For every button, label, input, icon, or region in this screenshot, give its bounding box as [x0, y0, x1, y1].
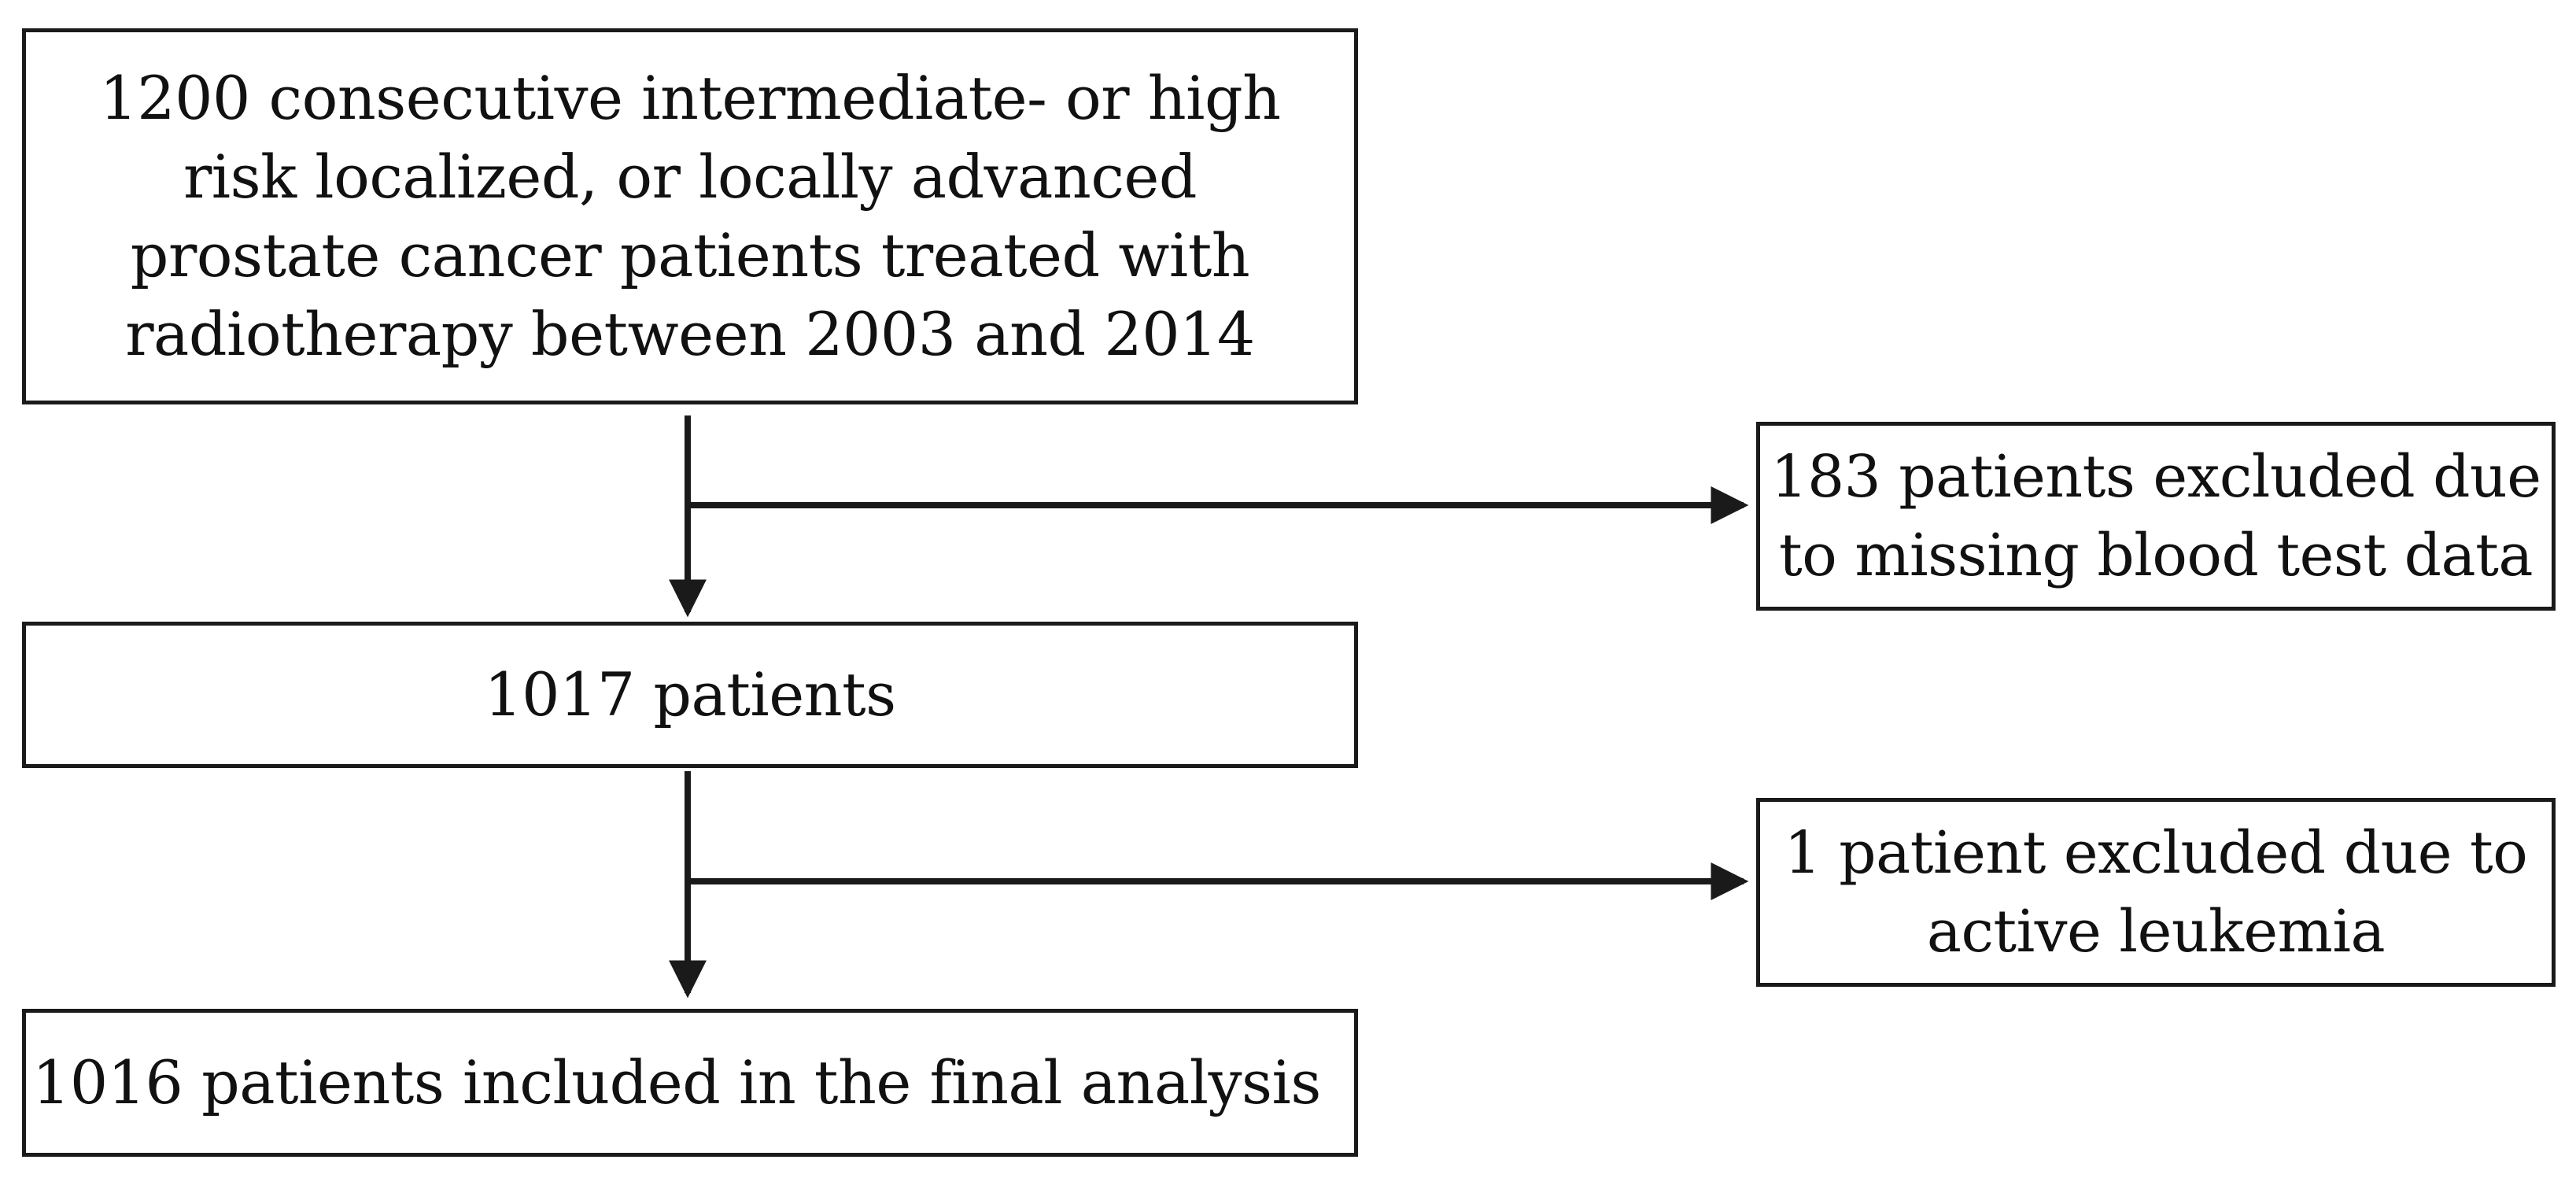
mid-box-text: 1017 patients — [484, 659, 896, 729]
final-box-text: 1016 patients included in the final anal… — [32, 1047, 1321, 1117]
final-box: 1016 patients included in the final anal… — [22, 1009, 1358, 1157]
start-box: 1200 consecutive intermediate- or high r… — [22, 28, 1358, 404]
exclusion-box-2: 1 patient excluded due to active leukemi… — [1756, 798, 2556, 987]
mid-box: 1017 patients — [22, 622, 1358, 768]
exclusion-box-1-text: 183 patients excluded due to missing blo… — [1770, 443, 2541, 589]
exclusion-box-1: 183 patients excluded due to missing blo… — [1756, 422, 2556, 611]
start-box-text: 1200 consecutive intermediate- or high r… — [99, 63, 1281, 369]
exclusion-box-2-text: 1 patient excluded due to active leukemi… — [1784, 819, 2528, 966]
